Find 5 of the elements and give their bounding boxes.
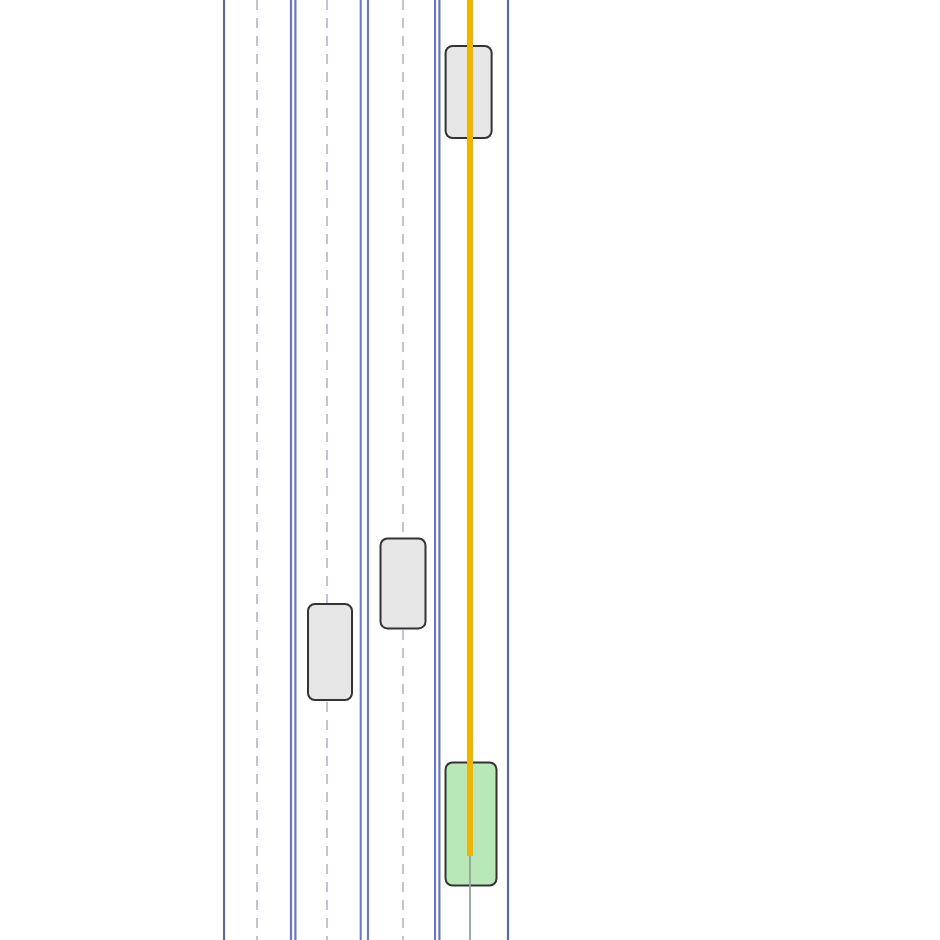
vehicle-box [307, 603, 353, 701]
vehicle-box [379, 537, 427, 630]
trajectory-line [467, 0, 473, 856]
ego-vehicle-box [444, 761, 498, 887]
trail-line [469, 855, 471, 940]
